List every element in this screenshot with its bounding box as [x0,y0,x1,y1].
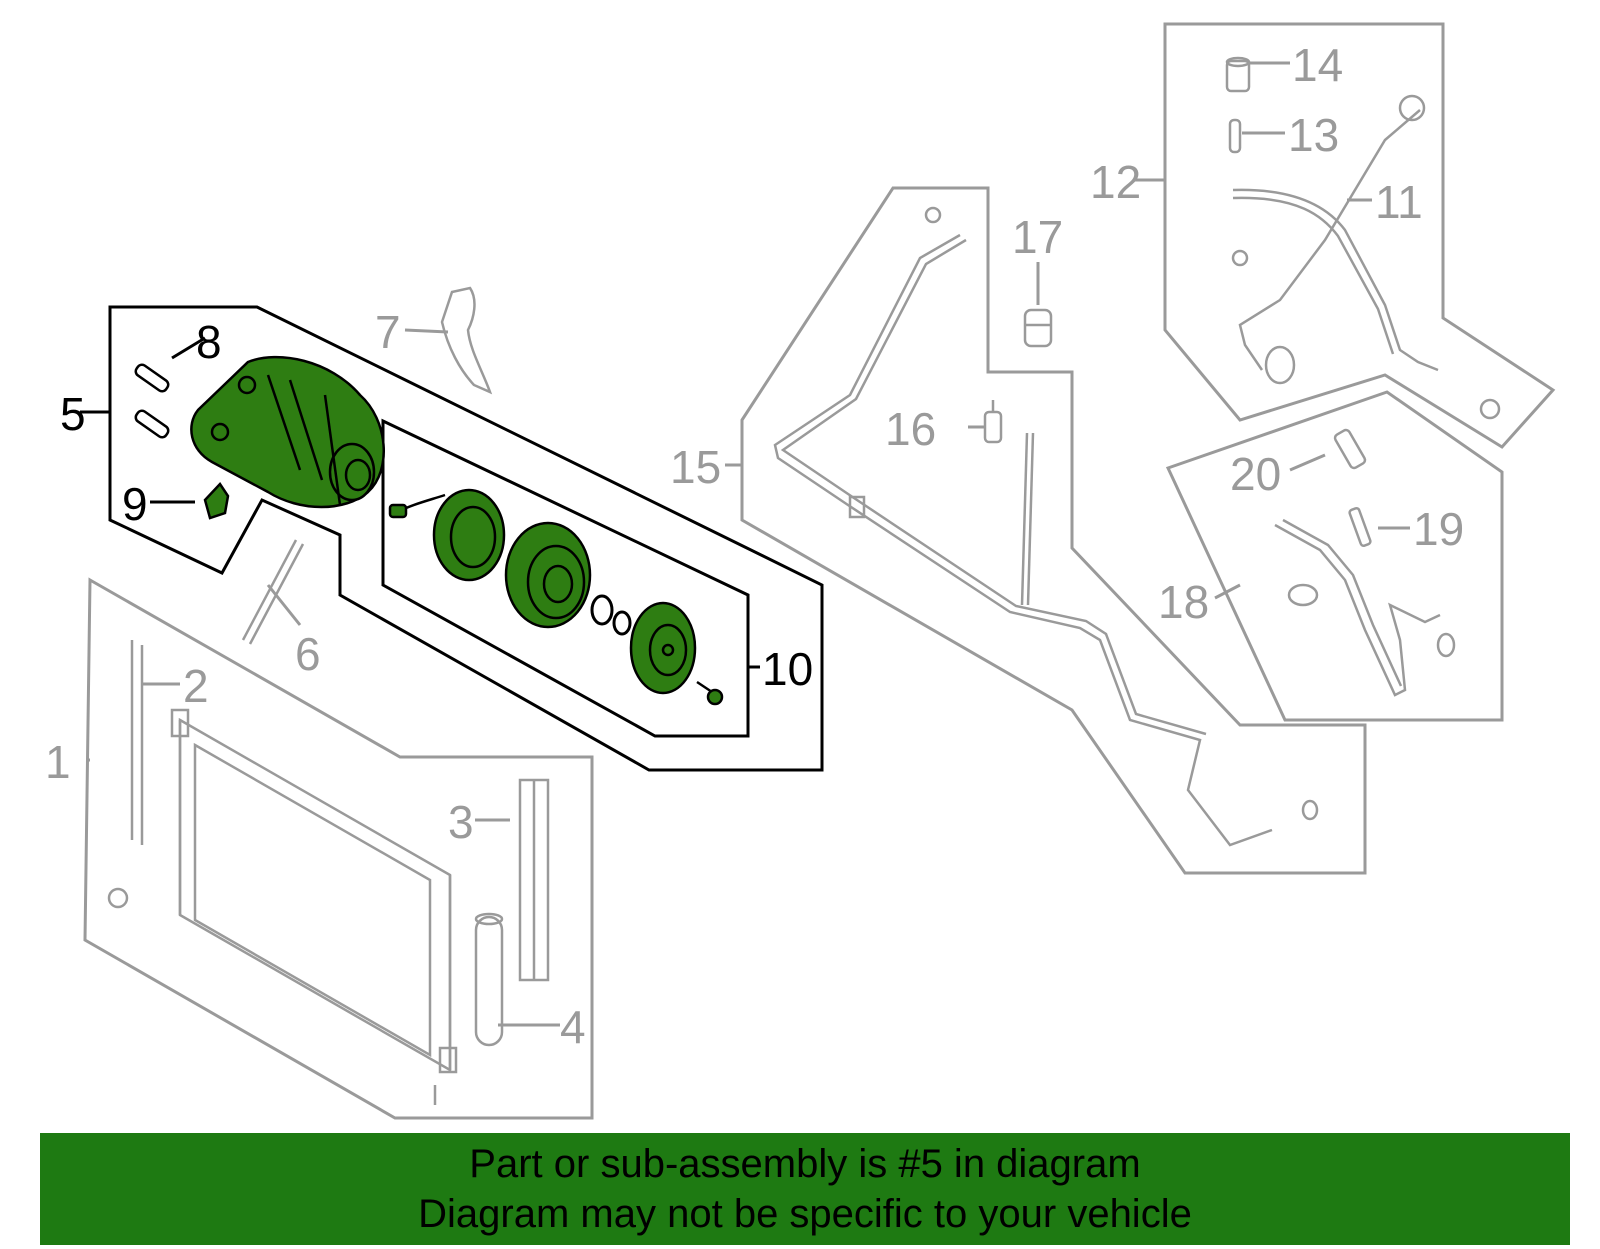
callout-10[interactable]: 10 [762,643,813,695]
clutch-pulley-icon [504,521,592,629]
clutch-subgroup-outline [381,418,750,738]
callout-15[interactable]: 15 [670,441,721,493]
compressor-group-outline [108,305,824,772]
switch-icon [203,481,230,520]
compressor-group[interactable] [108,305,824,772]
callout-13[interactable]: 13 [1288,109,1339,161]
callout-8[interactable]: 8 [196,316,222,368]
callout-18[interactable]: 18 [1158,576,1209,628]
callout-20[interactable]: 20 [1230,448,1281,500]
callout-2[interactable]: 2 [183,660,209,712]
shim-icon [590,594,632,636]
bolt-icon [696,680,724,706]
suction-line-group[interactable] [740,186,1367,875]
pressure-switch-icon [983,400,1003,444]
clutch-coil-icon [388,488,506,582]
callout-17[interactable]: 17 [1012,211,1063,263]
compressor-icon [190,355,385,509]
callout-12[interactable]: 12 [1090,156,1141,208]
liquid-line-group[interactable] [1165,390,1504,722]
callout-14[interactable]: 14 [1292,39,1343,91]
leader-lines [80,61,1410,1027]
hose-icon [773,206,1319,847]
banner-line-1: Part or sub-assembly is #5 in diagram [469,1142,1141,1186]
condenser-group-outline [83,577,594,1120]
hose-icon [1225,56,1501,420]
callout-7[interactable]: 7 [375,306,401,358]
clutch-hub-icon [629,601,697,695]
bracket-icon [440,286,493,395]
info-banner: Part or sub-assembly is #5 in diagram Di… [40,1133,1570,1245]
cap-icon [1023,308,1053,348]
fitting-icon [134,363,170,439]
discharge-line-group[interactable] [1163,22,1556,449]
callout-1[interactable]: 1 [45,736,71,788]
callout-4[interactable]: 4 [560,1001,586,1053]
hose-icon [1274,428,1456,697]
callouts: 1 2 3 4 5 6 7 8 9 10 11 12 13 14 15 16 1… [45,39,1464,1053]
callout-6[interactable]: 6 [295,628,321,680]
callout-16[interactable]: 16 [885,403,936,455]
liquid-line-group-outline [1165,390,1504,722]
discharge-line-group-outline [1163,22,1556,449]
callout-19[interactable]: 19 [1413,503,1464,555]
callout-11[interactable]: 11 [1375,176,1423,228]
callout-3[interactable]: 3 [448,796,474,848]
callout-9[interactable]: 9 [122,478,148,530]
condenser-group[interactable] [83,577,594,1120]
suction-line-group-outline [740,186,1367,875]
banner-line-2: Diagram may not be specific to your vehi… [418,1192,1192,1236]
condenser-icon [107,640,550,1105]
valve-parts [983,308,1053,444]
callout-5[interactable]: 5 [60,388,86,440]
